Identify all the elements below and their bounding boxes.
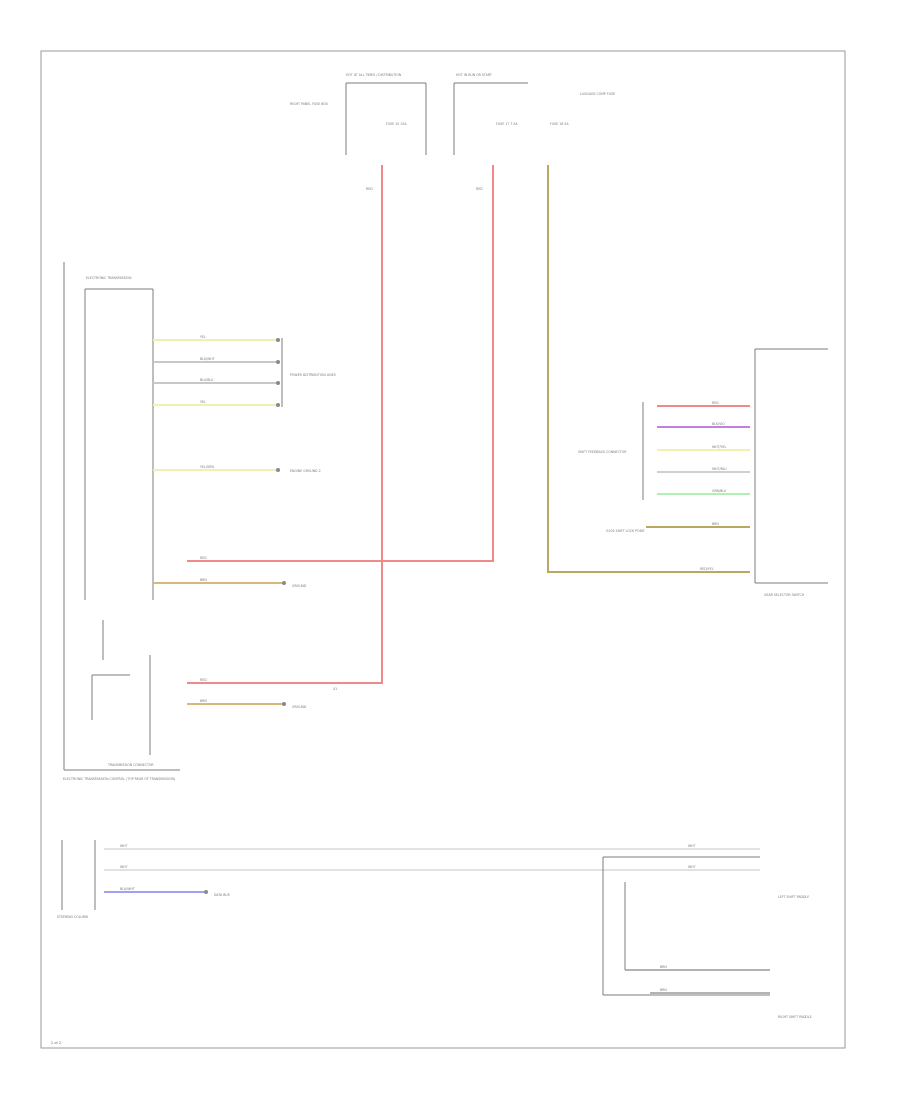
power-header-2: HOT IN RUN OR START [456, 73, 492, 77]
tcm-wire-dest-5: ENGINE GROUND 2 [290, 469, 321, 473]
tcm-bottom-caption: ELECTRONIC TRANSMISSION CONTROL (TOP REA… [63, 777, 175, 781]
power-side-label-1: RIGHT PANEL FUSE BOX [290, 102, 329, 106]
tcm-wire-label-6: RED [200, 556, 207, 560]
tcm-lower-wire-set: RED X1 BRN GROUND [187, 678, 337, 709]
tcm-title: ELECTRONIC TRANSMISSION [86, 276, 132, 280]
tcm-wire-label-5: YEL/GRN [200, 465, 214, 469]
tcm-wire-label-3: BLU/BLU [200, 378, 214, 382]
tcm-pin-5 [276, 468, 280, 472]
tcm-pin-3 [276, 381, 280, 385]
page-label: 2 of 2 [51, 1041, 61, 1045]
tcm-bus-label: POWER DISTRIBUTION LINES [290, 373, 336, 377]
steering-wire-label-3: BLU/WHT [120, 887, 135, 891]
shift-left-label: SHIFT FEEDBACK CONNECTOR [578, 450, 627, 454]
tcm-lower-dest-2: GROUND [292, 705, 307, 709]
paddle-wire-label-1: BRN [660, 965, 667, 969]
tcm-pin-7 [282, 581, 286, 585]
steering-wire-label-2: WHT [120, 865, 128, 869]
power-source-group-2: HOT IN RUN OR START FUSE 17 7.5A RED [453, 73, 528, 191]
right-paddle-label: RIGHT SHIFT PADDLE [778, 1015, 812, 1019]
shift-wire-label-5: GRN/BLU [712, 489, 727, 493]
shift-wire-label-7: RED/YEL [700, 567, 714, 571]
wire-label-src-1: RED [366, 187, 373, 191]
tcm-wire-set: YEL BLK/WHT BLU/BLU YEL POWER DISTRIBUTI… [153, 335, 336, 588]
tcm-wire-label-4: YEL [200, 400, 206, 404]
shift-wire-label-3: WHT/YEL [712, 445, 727, 449]
steering-wire-dest-3: DATA BUS [214, 893, 230, 897]
tcm-lower-title: TRANSMISSION CONNECTOR [107, 763, 154, 767]
tcm-pin-4 [276, 403, 280, 407]
tcm-lower-dest-1: X1 [333, 687, 337, 691]
shift-ground-label: G105 SHIFT LOCK POINT [606, 529, 645, 533]
left-paddle-label: LEFT SHIFT PADDLE [778, 895, 809, 899]
fuse-label-1: FUSE 10 15A [386, 122, 407, 126]
shift-wire-label-1: RED [712, 401, 719, 405]
tcm-wire-dest-7: GROUND [292, 584, 307, 588]
tcm-wire-label-2: BLK/WHT [200, 357, 215, 361]
red-feed-wire-1 [187, 165, 383, 684]
steering-wire-label-1: WHT [120, 844, 128, 848]
red-feed-wire-2 [187, 165, 494, 562]
shift-wire-label-2: BLK/VIO [712, 422, 725, 426]
power-source-group-1: HOT AT ALL TIMES / DISTRIBUTION RIGHT PA… [290, 73, 427, 191]
tcm-pin-2 [276, 360, 280, 364]
tcm-wire-label-7: BRN [200, 578, 207, 582]
shift-module: GEAR SELECTOR SWITCH SHIFT FEEDBACK CONN… [578, 348, 828, 597]
tcm-lower-pin-2 [282, 702, 286, 706]
tcm-pin-1 [276, 338, 280, 342]
steering-pin-label-1: WHT [688, 844, 696, 848]
shift-wire-label-4: WHT/BLU [712, 467, 727, 471]
tcm-lower-label-2: BRN [200, 699, 207, 703]
tcm-wire-label-1: YEL [200, 335, 206, 339]
shift-module-caption: GEAR SELECTOR SWITCH [764, 593, 805, 597]
fuse-label-3: FUSE 18 5A [550, 122, 569, 126]
diagram-frame [40, 50, 846, 1049]
power-side-label-3: LUGGAGE COMP FUSE [580, 92, 615, 96]
wire-label-src-2: RED [476, 187, 483, 191]
steering-caption: STEERING COLUMN [57, 915, 88, 919]
steering-group: STEERING COLUMN WHT WHT BLU/WHT DATA BUS… [57, 840, 812, 1019]
paddle-wire-label-2: BRN [660, 988, 667, 992]
power-header-1: HOT AT ALL TIMES / DISTRIBUTION [346, 73, 402, 77]
olive-feed-wire [547, 165, 750, 573]
fuse-label-2: FUSE 17 7.5A [496, 122, 518, 126]
power-source-group-3: LUGGAGE COMP FUSE FUSE 18 5A [550, 92, 615, 126]
steering-pin-3 [204, 890, 208, 894]
steering-pin-label-2: WHT [688, 865, 696, 869]
tcm-lower-label-1: RED [200, 678, 207, 682]
shift-wire-label-6: BRN [712, 522, 719, 526]
